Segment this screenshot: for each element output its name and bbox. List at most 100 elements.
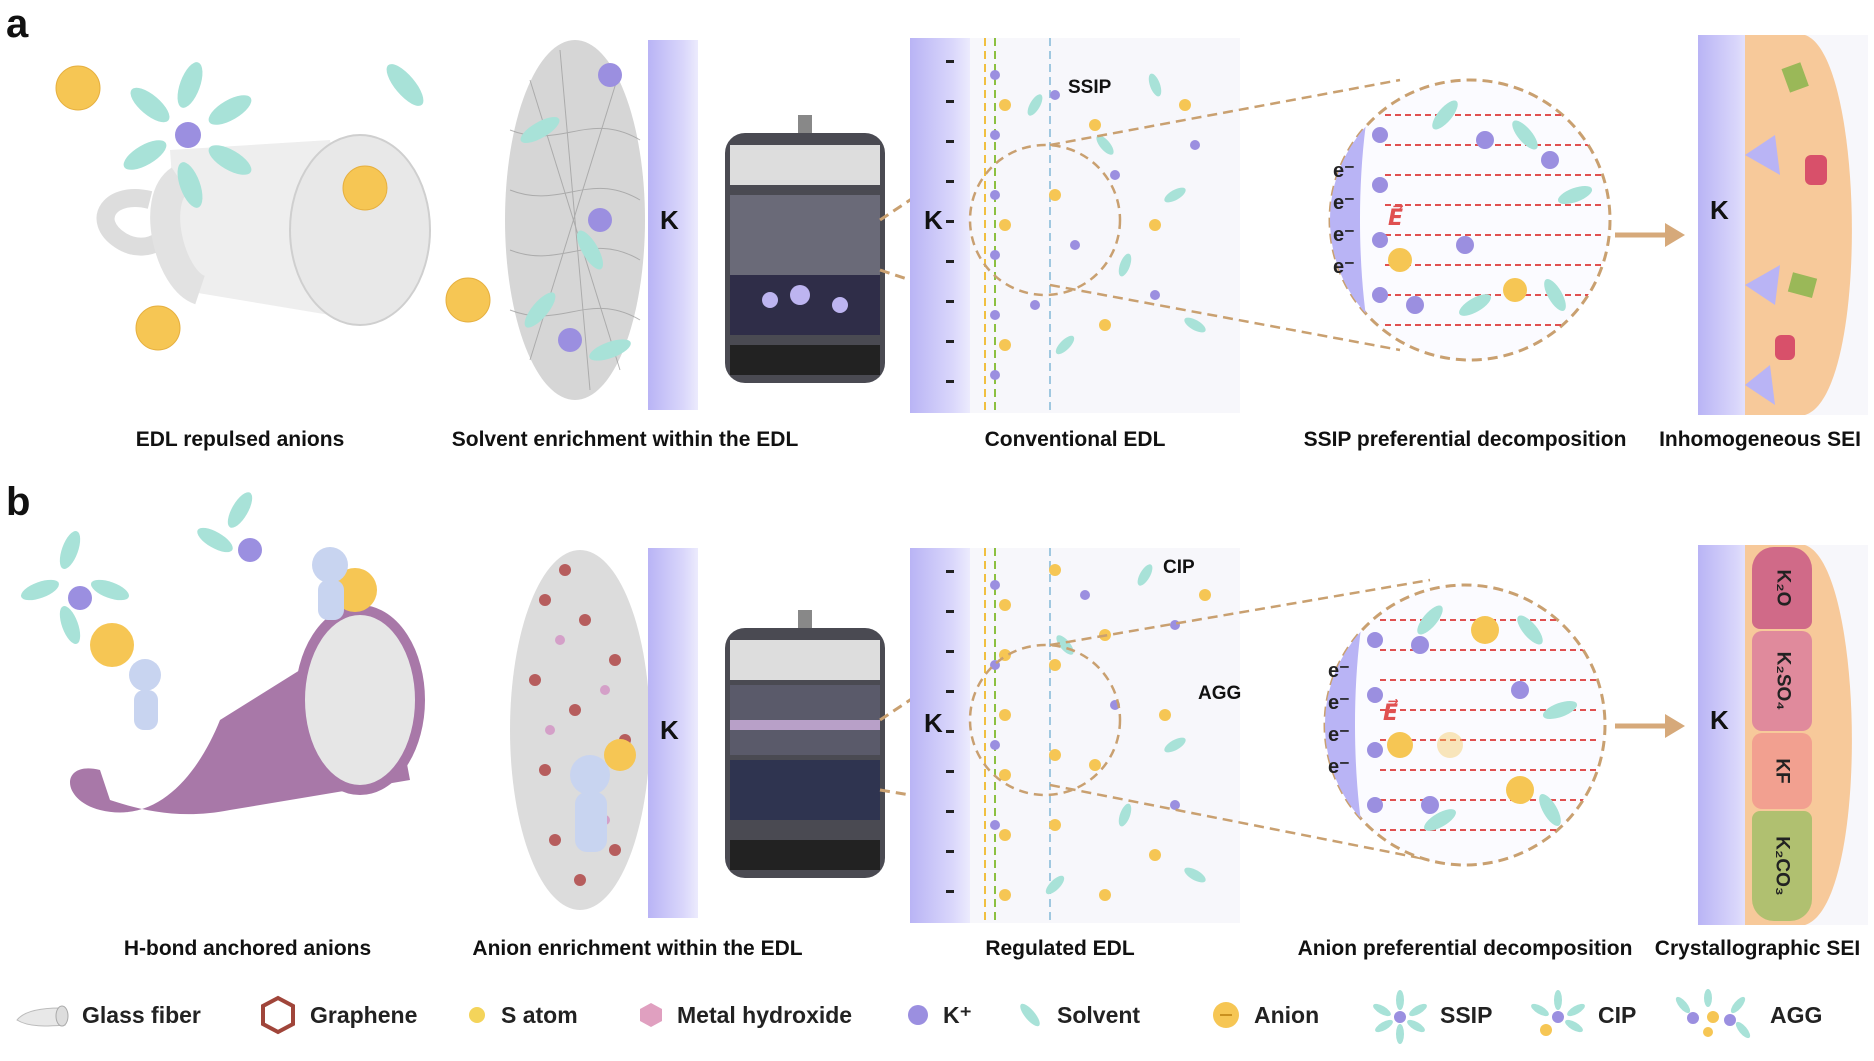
sei-k2co3-layer: K₂CO₃ xyxy=(1752,811,1812,921)
caption-edl-repulsed: EDL repulsed anions xyxy=(135,428,345,451)
ssip-cluster-a xyxy=(123,62,252,208)
caption-solvent-enrichment: Solvent enrichment within the EDL xyxy=(451,428,799,451)
sei-k2o-layer: K₂O xyxy=(1752,547,1812,629)
electron-label: e⁻ xyxy=(1333,160,1355,182)
sei-k2co3-label: K₂CO₃ xyxy=(1771,836,1793,896)
electrode-wall-b2 xyxy=(910,548,970,923)
legend-label: K⁺ xyxy=(943,1001,972,1028)
arrow-a xyxy=(1615,223,1685,247)
legend-item-anion: Anion xyxy=(1210,990,1319,1040)
battery-cell-a xyxy=(725,115,885,383)
caption-regulated-edl: Regulated EDL xyxy=(985,937,1135,960)
edl-minus-signs-a xyxy=(946,60,954,383)
sei-k2so4-label: K₂SO₄ xyxy=(1771,651,1793,711)
caption-anion-enrichment: Anion enrichment within the EDL xyxy=(472,937,803,960)
metal-hydroxide-icon xyxy=(640,1003,662,1027)
sei-k2o-label: K₂O xyxy=(1771,569,1793,607)
legend-item-cip: CIP xyxy=(1530,990,1636,1040)
fiber-mat-b xyxy=(510,550,650,910)
legend-item-metal-hydroxide: Metal hydroxide xyxy=(637,990,852,1040)
ssip-clusters-b xyxy=(21,492,262,644)
anion-faces-a xyxy=(55,65,491,351)
sei-kf-layer: KF xyxy=(1752,733,1812,809)
electrode-wall-b3 xyxy=(1698,545,1753,925)
legend-label: Glass fiber xyxy=(82,1001,201,1028)
legend-label: Metal hydroxide xyxy=(677,1001,853,1028)
arrow-b xyxy=(1615,714,1685,738)
solvent-icon xyxy=(1020,1003,1040,1027)
electrode-label-a3: K xyxy=(1710,195,1729,225)
legend-label: S atom xyxy=(501,1001,578,1028)
zoom-circle-small-b xyxy=(968,643,1122,797)
electrode-label-b2: K xyxy=(924,708,943,738)
battery-cell-b xyxy=(725,610,885,878)
decomposition-circle-b xyxy=(1323,583,1607,867)
ssip-label: SSIP xyxy=(1068,77,1112,98)
sei-layer-a xyxy=(1745,35,1852,415)
edl-dashed-lines-b xyxy=(984,548,1051,923)
caption-anion-decomposition: Anion preferential decomposition xyxy=(1297,937,1633,960)
electron-label: e⁻ xyxy=(1333,256,1355,278)
electron-label: e⁻ xyxy=(1333,192,1355,214)
legend-label: CIP xyxy=(1598,1001,1637,1028)
legend-item-k-ion: K⁺ xyxy=(905,990,972,1040)
legend-label: AGG xyxy=(1770,1001,1823,1028)
ssip-icon xyxy=(1373,990,1427,1044)
caption-h-bond-anchored: H-bond anchored anions xyxy=(123,937,372,960)
legend: Glass fiber Graphene S atom Metal hydrox… xyxy=(0,989,1874,1044)
sei-k2so4-layer: K₂SO₄ xyxy=(1752,631,1812,731)
cip-icon xyxy=(1531,990,1585,1036)
panel-b-letter: b xyxy=(6,480,31,524)
graphene-icon xyxy=(261,995,295,1035)
legend-label: Graphene xyxy=(310,1001,418,1028)
electrode-wall-a2 xyxy=(910,38,970,413)
electrode-label-a1: K xyxy=(660,205,679,235)
electrode-wall-a3 xyxy=(1698,35,1753,415)
sei-kf-label: KF xyxy=(1771,758,1793,784)
legend-item-glass-fiber: Glass fiber xyxy=(15,990,201,1040)
zoom-circle-small-a xyxy=(968,143,1122,297)
electrode-label-a2: K xyxy=(924,205,943,235)
field-label-b: E⃗ xyxy=(1383,700,1399,725)
legend-item-s-atom: S atom xyxy=(465,990,578,1040)
anion-icon xyxy=(1213,1002,1239,1028)
electrode-wall-b1 xyxy=(648,548,698,918)
electron-label: e⁻ xyxy=(1328,660,1350,682)
glass-fiber-icon xyxy=(16,1005,69,1027)
caption-ssip-decomposition: SSIP preferential decomposition xyxy=(1303,428,1627,451)
legend-label: Solvent xyxy=(1057,1001,1141,1028)
legend-item-ssip: SSIP xyxy=(1372,990,1493,1044)
legend-item-agg: AGG xyxy=(1668,989,1823,1040)
electrons-b: e⁻ e⁻ e⁻ e⁻ xyxy=(1328,655,1350,783)
caption-conventional-edl: Conventional EDL xyxy=(984,428,1166,451)
sei-layers-b: K₂O K₂SO₄ KF K₂CO₃ xyxy=(1752,547,1812,923)
panel-a-letter: a xyxy=(6,2,29,46)
agg-icon xyxy=(1675,989,1751,1039)
k-ion-icon xyxy=(908,1005,928,1025)
legend-item-solvent: Solvent xyxy=(1015,990,1140,1040)
legend-label: Anion xyxy=(1254,1001,1320,1028)
electrode-label-b1: K xyxy=(660,715,679,745)
edl-minus-signs-b xyxy=(946,570,954,893)
legend-label: SSIP xyxy=(1440,1001,1493,1028)
electrode-label-b3: K xyxy=(1710,705,1729,735)
caption-crystallographic-sei: Crystallographic SEI xyxy=(1654,937,1861,960)
edl-dashed-lines-a xyxy=(984,38,1051,413)
glass-fiber-tube-illustration xyxy=(96,134,431,326)
legend-item-graphene: Graphene xyxy=(258,990,417,1040)
electron-label: e⁻ xyxy=(1328,756,1350,778)
electron-label: e⁻ xyxy=(1328,724,1350,746)
s-atom-icon xyxy=(469,1007,485,1023)
fiber-mat-a xyxy=(505,40,645,400)
caption-inhomogeneous-sei: Inhomogeneous SEI xyxy=(1659,428,1861,451)
electron-label: e⁻ xyxy=(1328,692,1350,714)
electron-label: e⁻ xyxy=(1333,224,1355,246)
solvent-molecule-a xyxy=(386,64,424,106)
cip-label: CIP xyxy=(1163,557,1195,578)
edl-particles-a xyxy=(990,70,1206,380)
decomposition-circle-a xyxy=(1328,78,1612,362)
glass-fiber-tube-coated-illustration xyxy=(70,547,425,815)
agg-label: AGG xyxy=(1198,683,1242,704)
